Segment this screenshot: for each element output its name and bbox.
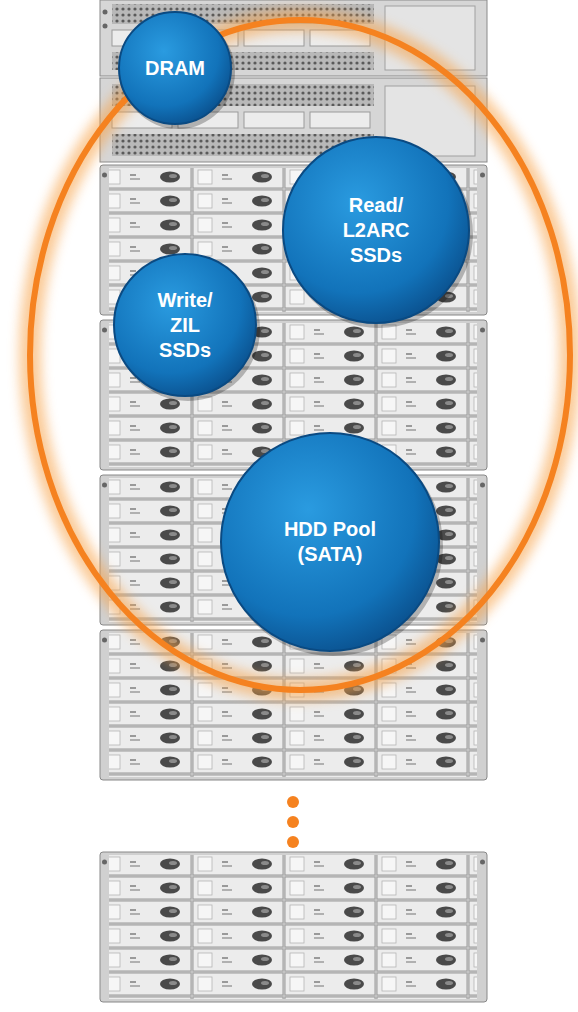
disk-shelf — [100, 852, 487, 1002]
circle-text-group: HDD Pool (SATA) — [278, 517, 383, 567]
highlight-ellipse — [30, 20, 570, 690]
circle-text-group: Read/ L2ARC SSDs — [339, 193, 414, 268]
cache-tier-circle: DRAM — [118, 11, 232, 125]
cache-tier-circle: HDD Pool (SATA) — [220, 432, 440, 652]
cache-tier-circle: Read/ L2ARC SSDs — [282, 136, 470, 324]
circle-label: DRAM — [145, 56, 205, 81]
continuation-dots — [287, 796, 299, 848]
circle-text-group: Write/ ZIL SSDs — [149, 288, 221, 363]
circle-text-group: DRAM — [145, 56, 205, 81]
circle-label: Write/ ZIL SSDs — [149, 288, 221, 363]
circle-label: HDD Pool (SATA) — [278, 517, 383, 567]
circle-fill — [114, 254, 256, 396]
circle-label: Read/ L2ARC SSDs — [339, 193, 414, 268]
circle-fill — [221, 433, 439, 651]
circle-fill — [283, 137, 469, 323]
cache-tier-circle: Write/ ZIL SSDs — [113, 253, 257, 397]
circle-fill — [119, 12, 231, 124]
